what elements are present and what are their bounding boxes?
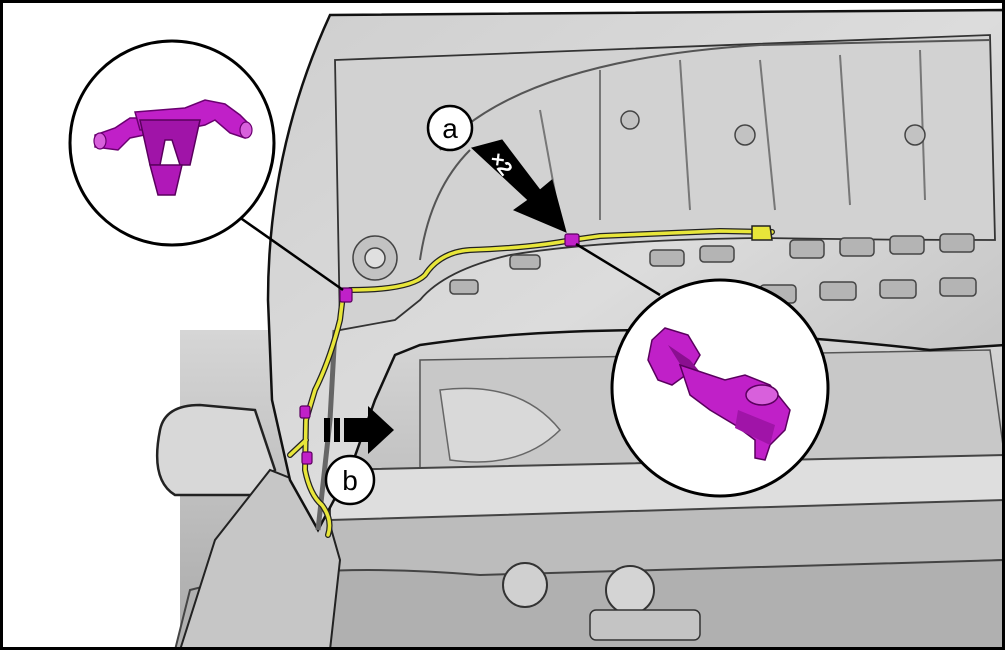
coolant-cap	[605, 565, 655, 615]
hose-clips	[299, 233, 580, 465]
t-connector-on-hose	[339, 287, 353, 303]
vehicle-illustration	[155, 8, 1005, 650]
steering-wheel-area	[439, 387, 562, 463]
callout-b: b	[324, 454, 376, 506]
hood-inner-rib-2	[419, 149, 471, 261]
hose-clip-mid	[299, 405, 311, 419]
hose-clip-a	[564, 233, 580, 247]
hood-ribs	[539, 49, 926, 221]
hose-clip-b	[301, 451, 313, 465]
engine-cover	[589, 609, 701, 641]
t-connector-icon	[68, 39, 276, 247]
washer-nozzle-connector	[751, 225, 773, 241]
callout-a: a	[426, 104, 474, 152]
leader-line-clip	[575, 242, 661, 297]
callout-a-label: a	[442, 113, 458, 144]
hood-stamp-holes	[449, 233, 977, 307]
hood-bolt-bosses	[352, 110, 926, 281]
callout-b-label: b	[342, 465, 358, 496]
direction-arrow-icon	[324, 406, 394, 454]
leader-line-connector	[231, 210, 344, 292]
hose-clip-icon	[610, 278, 830, 498]
reservoir-cap	[502, 562, 548, 608]
side-mirror	[155, 403, 277, 497]
